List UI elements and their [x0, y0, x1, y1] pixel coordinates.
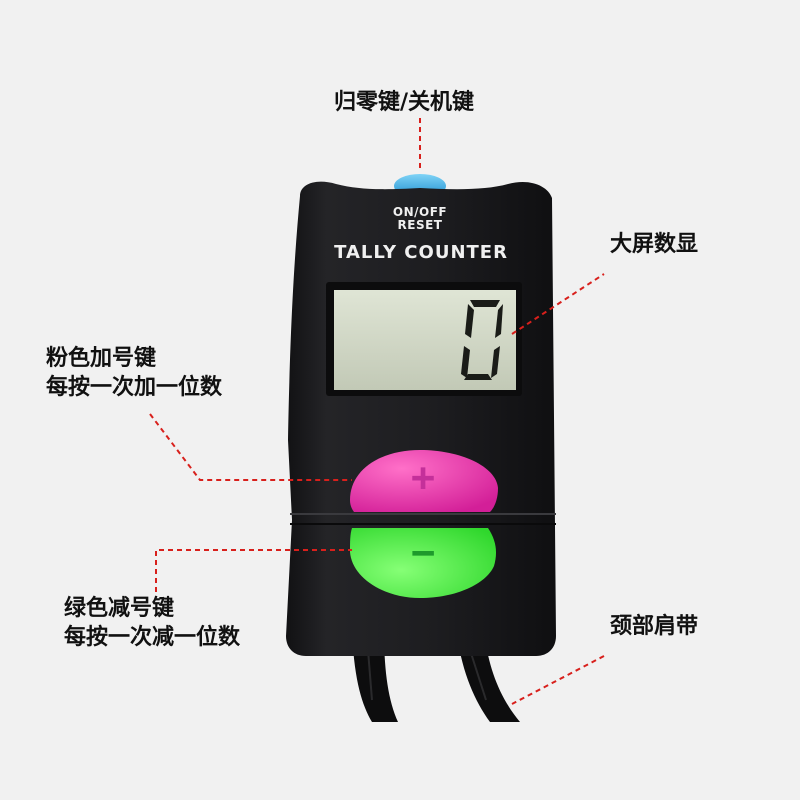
- minus-key-title: 绿色减号键: [64, 596, 175, 621]
- big-display-text: 大屏数显: [610, 232, 699, 257]
- neck-strap-label: 颈部肩带: [610, 612, 698, 641]
- minus-button[interactable]: [350, 528, 496, 598]
- brand-text: TALLY COUNTER: [334, 242, 508, 263]
- reset-key-label: 归零键/关机键: [334, 88, 474, 117]
- display-digit: [461, 300, 503, 380]
- neck-strap-text: 颈部肩带: [610, 614, 699, 639]
- minus-key-label: 绿色减号键 每按一次减一位数: [64, 594, 240, 652]
- big-display-label: 大屏数显: [610, 230, 698, 259]
- reset-text: RESET: [397, 218, 443, 232]
- plus-key-label: 粉色加号键 每按一次加一位数: [46, 344, 222, 402]
- plus-button[interactable]: [350, 450, 498, 512]
- plus-key-desc: 每按一次加一位数: [46, 375, 223, 400]
- lcd-display: [326, 282, 522, 396]
- plus-key-title: 粉色加号键: [46, 346, 157, 371]
- onoff-text: ON/OFF: [392, 205, 448, 219]
- reset-key-text: 归零键/关机键: [334, 90, 475, 115]
- minus-key-desc: 每按一次减一位数: [64, 625, 241, 650]
